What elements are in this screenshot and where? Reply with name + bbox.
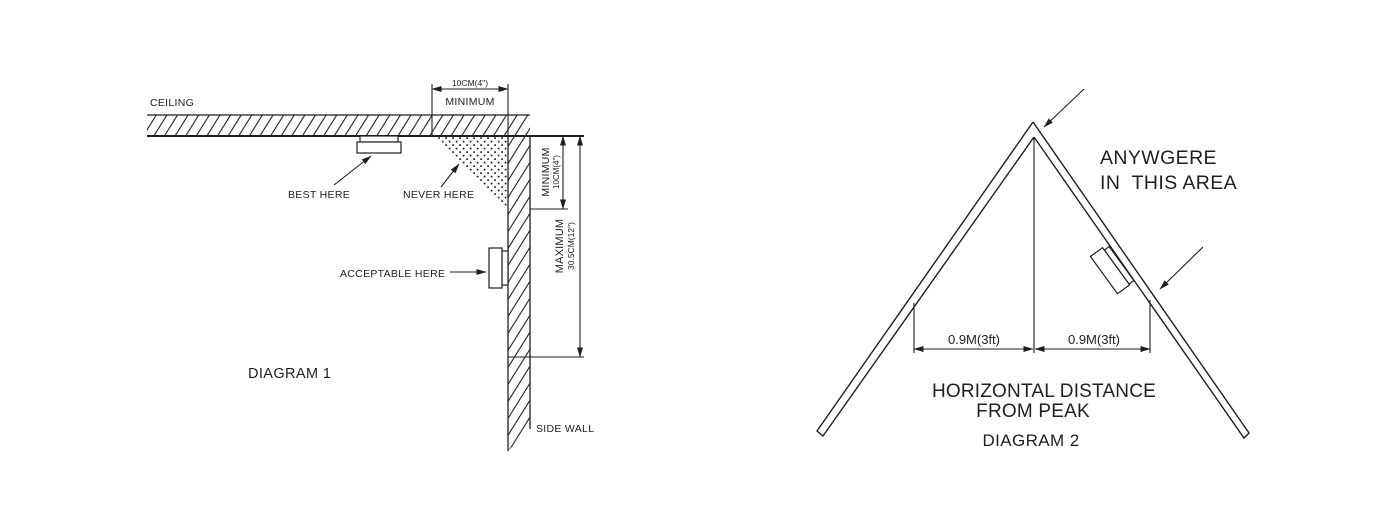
diagram2-title: DIAGRAM 2 [982,431,1079,450]
side-wall-hatch [508,136,530,451]
diagram1-title: DIAGRAM 1 [248,366,331,382]
peak-arrow [1043,88,1085,128]
roof-smoke-detector [1089,245,1135,295]
area-note-line2: IN THIS AREA [1100,172,1237,194]
detector-mount-plate [359,135,399,143]
best-here-arrow [333,155,372,186]
roof-surface-arrow [1159,246,1204,290]
max-dimension-qualifier: MAXIMUM [554,219,566,274]
detector-body [356,141,402,154]
best-here-label: BEST HERE [288,189,350,201]
never-here-zone [432,136,508,209]
min-dimension-value: 10CM(4") [552,155,561,189]
dim-left-value: 0.9M(3ft) [948,332,1000,347]
diagram-1: CEILING BEST HERE NEVER HERE ACCEPTABLE … [147,78,594,451]
detector-mount-plate [501,250,509,286]
detector-body [488,247,503,289]
side-wall-label: SIDE WALL [536,423,594,435]
min-dimension-label: MINIMUM 10CM(4") [540,147,561,196]
caption-line1: HORIZONTAL DISTANCE [932,381,1156,402]
never-here-label: NEVER HERE [403,189,474,201]
top-dimension-value: 10CM(4") [452,78,488,88]
area-note-line1: ANYWGERE [1100,147,1217,169]
max-dimension-value: 30.5CM(12") [566,222,576,270]
detector-body [1089,246,1131,295]
min-dimension-qualifier: MINIMUM [540,147,552,196]
roof-left-slope [816,121,1035,438]
dim-right-value: 0.9M(3ft) [1068,332,1120,347]
acceptable-here-label: ACCEPTABLE HERE [340,268,445,280]
wall-smoke-detector [488,247,509,289]
caption-line2: FROM PEAK [976,401,1090,422]
never-here-arrow [440,163,460,188]
ceiling-label: CEILING [150,97,194,109]
roof-right-slope [1032,121,1250,440]
diagram-2: ANYWGERE IN THIS AREA 0.9M(3ft) 0.9M(3ft… [816,88,1250,450]
max-dimension-label: MAXIMUM 30.5CM(12") [554,219,576,274]
ceiling-smoke-detector [356,135,402,154]
ceiling-hatch [147,115,530,136]
top-dimension-qualifier: MINIMUM [445,96,494,108]
